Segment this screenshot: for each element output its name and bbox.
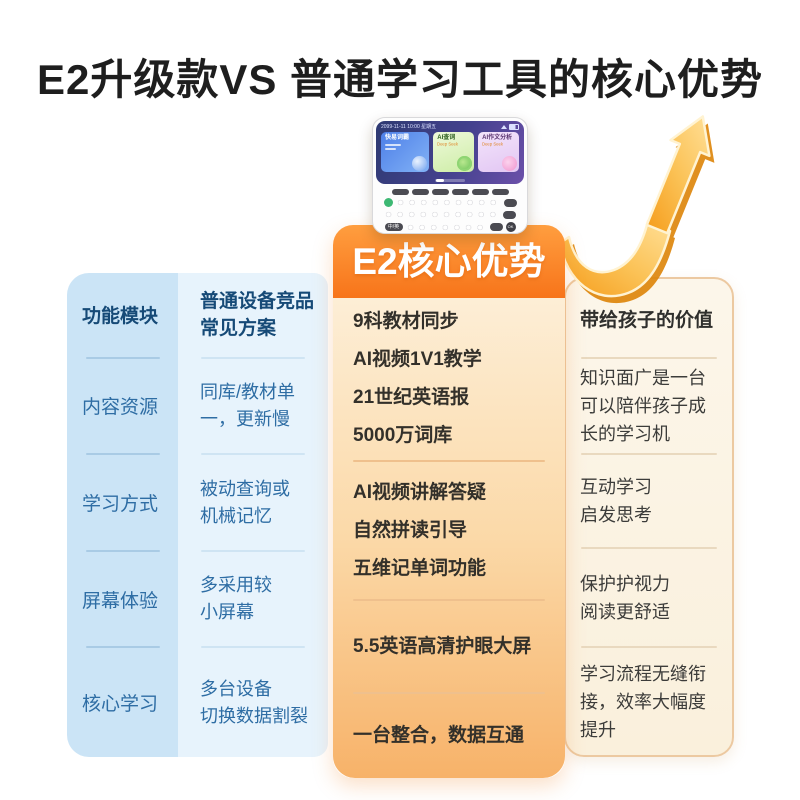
divider (353, 599, 545, 601)
column-function-modules: 功能模块 内容资源 学习方式 屏幕体验 核心学习 (67, 273, 178, 757)
card-dictionary-title: 快易词霸 (385, 135, 410, 141)
e2-cell-screen: 5.5英语高清护眼大屏 (353, 635, 532, 657)
keyboard-row-2 (379, 210, 521, 219)
divider (581, 646, 717, 648)
column-value-for-kids: 带给孩子的价值 知识面广是一台 可以陪伴孩子成 长的学习机 互动学习 启发思考 … (564, 277, 734, 757)
divider (201, 549, 305, 552)
function-key (491, 189, 509, 195)
function-key (411, 189, 429, 195)
module-row-screen: 屏幕体验 (82, 590, 159, 612)
column-competitor: 普通设备竞品 常见方案 同库/教材单 一，更新慢 被动查询或 机械记忆 多采用较… (178, 273, 328, 757)
device-datetime: 2099-11-11 10:00 星期五 (381, 124, 437, 130)
space-key (489, 223, 503, 231)
e2-cell-content: 9科教材同步 AI视频1V1教学 21世纪英语报 5000万词库 (353, 311, 482, 446)
language-toggle-key: 中/英 (384, 223, 403, 231)
module-row-learning: 学习方式 (82, 494, 159, 516)
e2-body: 9科教材同步 AI视频1V1教学 21世纪英语报 5000万词库 AI视频讲解答… (333, 298, 565, 778)
e2-banner: E2核心优势 (333, 225, 565, 298)
pink-mascot-icon (502, 156, 517, 171)
ok-key: OK (505, 222, 516, 232)
divider (85, 453, 160, 456)
device-mockup: 2099-11-11 10:00 星期五 快易词霸 AI查词 Deep Seek… (372, 117, 528, 234)
card-ai-lookup-subtitle: Deep Seek (437, 142, 459, 148)
growth-arrow-icon (558, 115, 715, 304)
function-key (431, 189, 449, 195)
card-ai-essay-subtitle: Deep Seek (482, 142, 504, 148)
modules-header: 功能模块 (82, 306, 159, 328)
active-dot (436, 179, 444, 182)
card-text-line (385, 148, 396, 150)
page-title: E2升级款VS 普通学习工具的核心优势 (36, 56, 764, 103)
device-keyboard: 中/英 OK (376, 184, 524, 232)
function-key (451, 189, 469, 195)
divider (581, 453, 717, 455)
value-row: 学习流程无缝衔 接，效率大幅度 提升 (580, 663, 706, 740)
e2-cell-learning: AI视频讲解答疑 自然拼读引导 五维记单词功能 (353, 481, 487, 579)
divider (581, 547, 717, 549)
letter-keys (395, 198, 501, 207)
divider (201, 356, 305, 359)
competitor-header: 普通设备竞品 常见方案 (200, 290, 315, 339)
enter-key (503, 210, 516, 219)
divider (353, 460, 545, 462)
competitor-row: 多采用较 小屏幕 (200, 575, 272, 623)
column-e2-advantages: E2核心优势 9科教材同步 AI视频1V1教学 21世纪英语报 5000万词库 … (333, 225, 565, 778)
value-row: 保护护视力 阅读更舒适 (580, 573, 670, 622)
backspace-key (503, 198, 517, 207)
device-status-bar: 2099-11-11 10:00 星期五 (381, 123, 519, 130)
competitor-row: 被动查询或 机械记忆 (200, 478, 290, 526)
module-row-core: 核心学习 (82, 694, 159, 716)
divider (85, 356, 160, 359)
competitor-row: 多台设备 切换数据割裂 (200, 678, 308, 726)
letter-keys (384, 210, 500, 219)
module-row-content: 内容资源 (82, 397, 159, 419)
divider (353, 692, 545, 694)
letter-keys (405, 222, 487, 232)
magnifier-mascot-icon (457, 156, 473, 171)
device-screen: 2099-11-11 10:00 星期五 快易词霸 AI查词 Deep Seek… (376, 121, 524, 184)
card-ai-essay-title: AI作文分析 (482, 135, 513, 141)
divider (201, 453, 305, 456)
divider (85, 549, 160, 552)
card-ai-lookup-title: AI查词 (437, 135, 456, 141)
keyboard-row-1 (379, 198, 521, 207)
value-row: 知识面广是一台 可以陪伴孩子成 长的学习机 (580, 368, 706, 444)
robot-mascot-icon (412, 156, 428, 171)
divider (85, 646, 160, 649)
divider (581, 357, 717, 359)
competitor-row: 同库/教材单 一，更新慢 (200, 381, 296, 429)
card-ai-lookup: AI查词 Deep Seek (433, 132, 475, 172)
wifi-icon (501, 124, 507, 129)
function-key (471, 189, 489, 195)
device-status-icons (501, 123, 519, 130)
page-indicator-dots (435, 179, 465, 182)
e2-cell-core: 一台整合，数据互通 (353, 725, 525, 746)
keyboard-row-function (379, 189, 521, 195)
device-home-cards: 快易词霸 AI查词 Deep Seek AI作文分析 Deep Seek (381, 132, 519, 172)
divider (201, 646, 305, 649)
value-header: 带给孩子的价值 (580, 309, 714, 331)
card-dictionary: 快易词霸 (381, 132, 430, 172)
battery-icon (509, 123, 519, 130)
mic-key (383, 198, 393, 207)
card-text-line (385, 144, 401, 146)
value-row: 互动学习 启发思考 (580, 477, 652, 525)
function-key (391, 189, 409, 195)
card-ai-essay: AI作文分析 Deep Seek (478, 132, 519, 172)
keyboard-row-3: 中/英 OK (379, 222, 521, 232)
